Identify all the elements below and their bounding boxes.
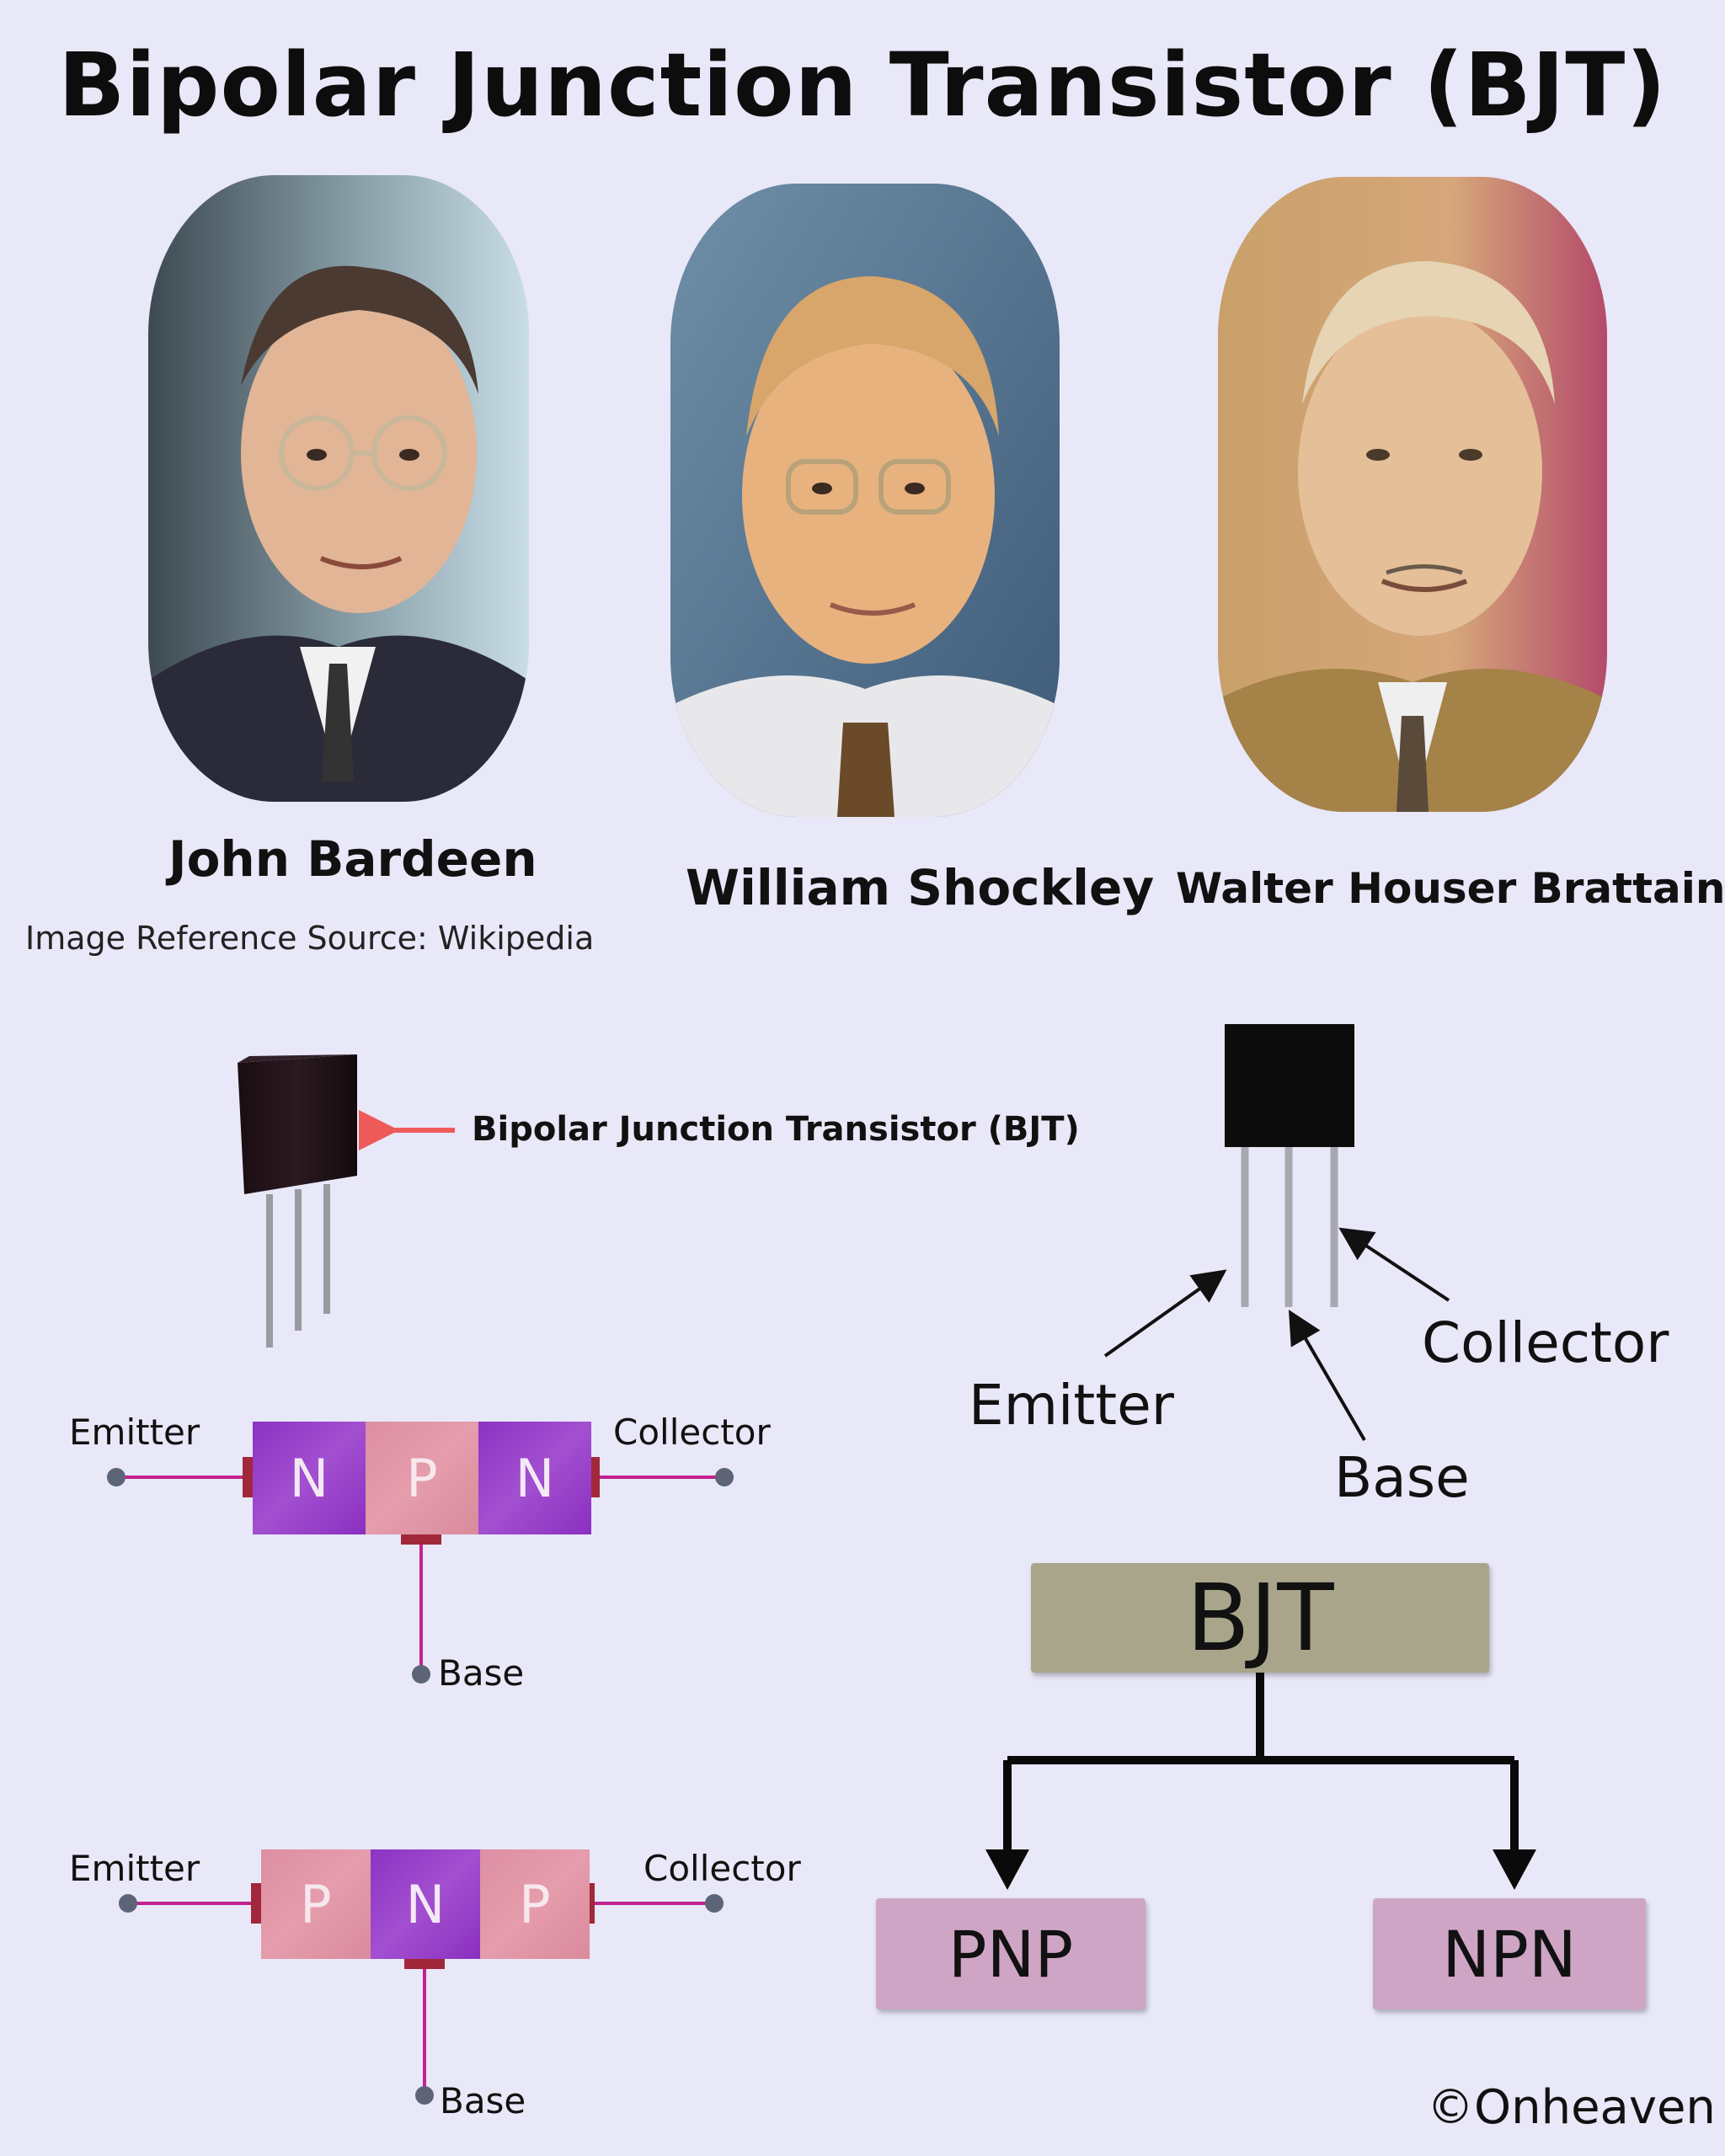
copyright-note: ©Onheaven [1427,2080,1716,2135]
transistor-3d-icon [238,1054,357,1348]
tree-arrow-right [1493,1849,1536,1890]
base-pointer-arrow [1288,1310,1366,1442]
collector-pointer-arrow [1338,1227,1450,1302]
npn-segment-collector: N [478,1422,591,1534]
name-john-bardeen: John Bardeen [168,830,537,888]
npn-segment-base: P [366,1422,478,1534]
tree-connectors [1003,1673,1519,1853]
transistor-callout-label: Bipolar Junction Transistor (BJT) [472,1110,1080,1149]
tree-leaf-pnp: PNP [876,1898,1146,2009]
pin-label-base: Base [1334,1445,1470,1510]
pin-label-collector: Collector [1422,1310,1669,1375]
portrait-walter-brattain [1218,177,1607,812]
npn-base-label: Base [438,1652,525,1694]
pnp-base-label: Base [440,2080,526,2121]
npn-segment-emitter: N [253,1422,366,1534]
name-walter-brattain: Walter Houser Brattain [1176,864,1725,913]
page-title: Bipolar Junction Transistor (BJT) [58,34,1667,136]
tree-root-bjt: BJT [1031,1563,1489,1673]
pin-label-emitter: Emitter [969,1373,1174,1438]
image-source-note: Image Reference Source: Wikipedia [25,920,595,957]
emitter-pointer-arrow [1103,1269,1227,1358]
pnp-emitter-label: Emitter [69,1848,200,1889]
name-william-shockley: William Shockley [686,859,1155,916]
pnp-segment-emitter: P [261,1849,371,1959]
npn-collector-label: Collector [613,1412,771,1453]
pnp-segment-base: N [371,1849,480,1959]
portrait-william-shockley [670,184,1060,817]
transistor-pinout-icon [1225,1024,1354,1307]
portrait-john-bardeen [148,175,529,802]
tree-leaf-npn: NPN [1373,1898,1646,2009]
tree-arrow-left [985,1849,1029,1890]
pnp-collector-label: Collector [644,1848,801,1889]
pnp-segment-collector: P [480,1849,590,1959]
npn-emitter-label: Emitter [69,1412,200,1453]
